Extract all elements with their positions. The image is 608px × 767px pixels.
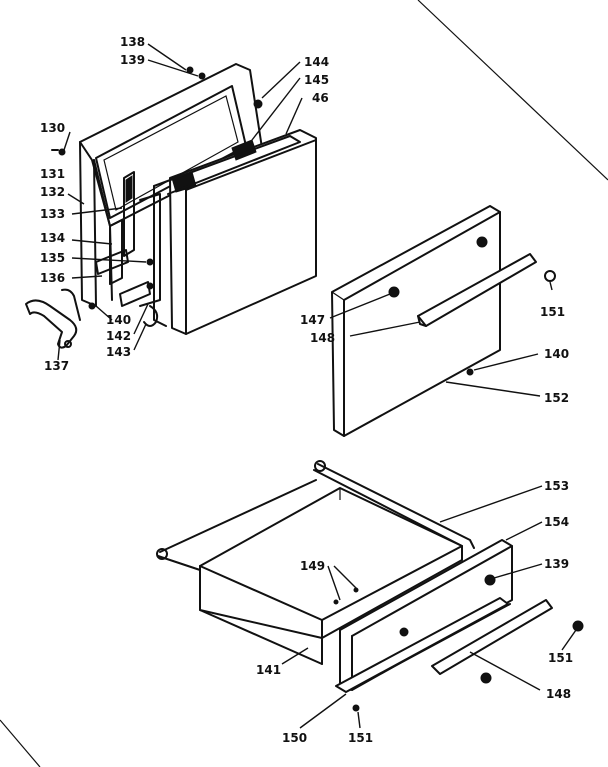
drawer-front-fasteners — [388, 236, 556, 376]
callout-131: 131 — [40, 167, 65, 181]
callout-136: 136 — [40, 271, 65, 285]
door-hinge-parts — [95, 171, 161, 327]
callout-145: 145 — [304, 73, 329, 87]
callout-151-right: 151 — [548, 651, 573, 665]
callout-147: 147 — [300, 313, 325, 327]
callout-149: 149 — [300, 559, 325, 573]
callout-148-front: 148 — [310, 331, 335, 345]
callout-133: 133 — [40, 207, 65, 221]
drawer-handle-rail — [431, 599, 553, 675]
callout-150: 150 — [282, 731, 307, 745]
callout-152: 152 — [544, 391, 569, 405]
callout-153: 153 — [544, 479, 569, 493]
door-small-screws — [51, 66, 263, 310]
callout-142: 142 — [106, 329, 131, 343]
callout-130: 130 — [40, 121, 65, 135]
callout-138: 138 — [120, 35, 145, 49]
callout-144: 144 — [304, 55, 329, 69]
callout-151-bottom: 151 — [348, 731, 373, 745]
drawer-front-handle — [417, 253, 537, 327]
callout-137: 137 — [44, 359, 69, 373]
callout-134: 134 — [40, 231, 65, 245]
callout-139-top: 139 — [120, 53, 145, 67]
drawer-bottom-trim — [335, 597, 509, 693]
callout-141: 141 — [256, 663, 281, 677]
drawer-front-panel — [331, 205, 501, 437]
door-inner-panel — [153, 135, 301, 327]
callout-148-bottom: 148 — [546, 687, 571, 701]
callout-143: 143 — [106, 345, 131, 359]
callout-146: 46 — [312, 91, 329, 105]
drawer-box — [156, 460, 475, 665]
callout-numbers: 138 139 130 131 132 133 134 135 136 137 … — [40, 35, 573, 745]
door-glass-panel — [169, 129, 317, 335]
callout-140-left: 140 — [106, 313, 131, 327]
callout-132: 132 — [40, 185, 65, 199]
callout-135: 135 — [40, 251, 65, 265]
leader-lines — [57, 43, 577, 729]
callout-151-front: 151 — [540, 305, 565, 319]
callout-139-drawer: 139 — [544, 557, 569, 571]
drawer-fasteners — [333, 574, 584, 712]
callout-140-front: 140 — [544, 347, 569, 361]
callout-154: 154 — [544, 515, 569, 529]
door-handle-137 — [25, 288, 81, 349]
